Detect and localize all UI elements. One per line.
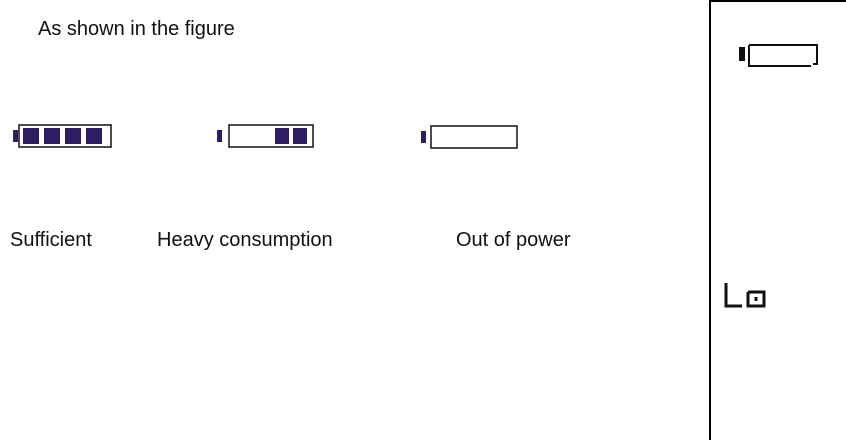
intro-text: As shown in the figure — [38, 18, 235, 40]
lcd-display-panel: Lo — [709, 0, 846, 440]
battery-low-indicator-icon — [739, 44, 818, 67]
label-heavy-consumption: Heavy consumption — [157, 229, 333, 251]
battery-half-icon — [217, 124, 314, 148]
lcd-readout: Lo — [723, 280, 766, 308]
label-sufficient: Sufficient — [10, 229, 92, 251]
battery-full-icon — [13, 124, 112, 148]
lcd-readout-text: Lo — [723, 280, 725, 281]
battery-empty-icon — [421, 125, 518, 149]
label-out-of-power: Out of power — [456, 229, 571, 251]
